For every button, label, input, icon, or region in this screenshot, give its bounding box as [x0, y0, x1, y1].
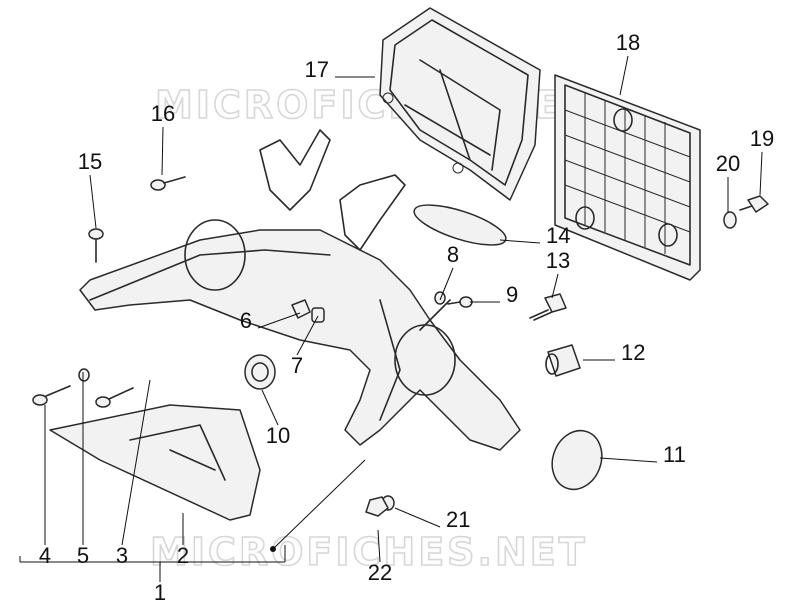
leader-line-16	[161, 126, 164, 176]
callout-label-3: 3	[116, 543, 128, 568]
part-5-washer	[78, 368, 90, 382]
leader-line-13	[551, 273, 559, 299]
leader-line-8	[439, 267, 454, 301]
part-11-reflector-disc	[551, 429, 603, 491]
callout-label-10: 10	[266, 423, 290, 448]
part-19-screw	[739, 195, 769, 213]
callout-label-22: 22	[368, 560, 392, 585]
callout-label-14: 14	[546, 223, 570, 248]
watermark-bottom: MICROFICHES.NET	[150, 530, 588, 574]
group-bracket-1	[19, 459, 366, 563]
callout-label-6: 6	[240, 308, 252, 333]
part-main-bracket	[79, 129, 521, 451]
leader-line-11	[599, 457, 658, 463]
part-14-reflector	[413, 204, 507, 246]
leader-line-21	[394, 507, 441, 528]
callout-label-20: 20	[716, 151, 740, 176]
part-17-lamp-housing	[379, 7, 541, 201]
callout-label-13: 13	[546, 248, 570, 273]
callout-label-8: 8	[447, 242, 459, 267]
part-20-washer	[723, 211, 737, 229]
callout-label-7: 7	[291, 353, 303, 378]
callout-label-9: 9	[506, 282, 518, 307]
callout-label-5: 5	[77, 543, 89, 568]
callout-label-12: 12	[621, 340, 645, 365]
leader-line-3	[121, 379, 151, 546]
callout-label-19: 19	[750, 126, 774, 151]
callout-label-21: 21	[446, 507, 470, 532]
callout-label-17: 17	[305, 57, 329, 82]
callout-label-2: 2	[177, 543, 189, 568]
leader-line-22	[377, 529, 381, 563]
part-15-screw	[88, 228, 104, 263]
part-13-bolt	[529, 293, 567, 321]
part-10-grommet	[244, 354, 276, 390]
part-18-plate-holder	[554, 74, 701, 281]
callout-label-4: 4	[39, 543, 51, 568]
part-3-screw	[95, 387, 134, 408]
leader-line-18	[619, 55, 629, 96]
part-2-mudflap	[49, 404, 261, 521]
part-8-washer	[434, 291, 446, 305]
leader-line-7	[296, 315, 319, 356]
callout-label-18: 18	[616, 30, 640, 55]
leader-line-10	[261, 389, 279, 426]
callout-label-11: 11	[663, 442, 686, 467]
part-4-screw	[32, 385, 71, 406]
callout-label-1: 1	[154, 580, 166, 600]
leader-line-19	[759, 151, 763, 196]
leader-line-15	[89, 174, 97, 229]
part-7-bushing	[311, 307, 325, 323]
part-9-screw	[447, 296, 473, 308]
part-22-nut	[365, 496, 389, 517]
callout-label-16: 16	[151, 101, 175, 126]
part-6-clip	[291, 299, 311, 319]
callout-label-15: 15	[78, 149, 102, 174]
part-16-screw	[150, 176, 186, 191]
part-12-spacer	[545, 344, 581, 377]
leader-line-6	[257, 312, 301, 329]
leader-line-14	[499, 239, 541, 244]
